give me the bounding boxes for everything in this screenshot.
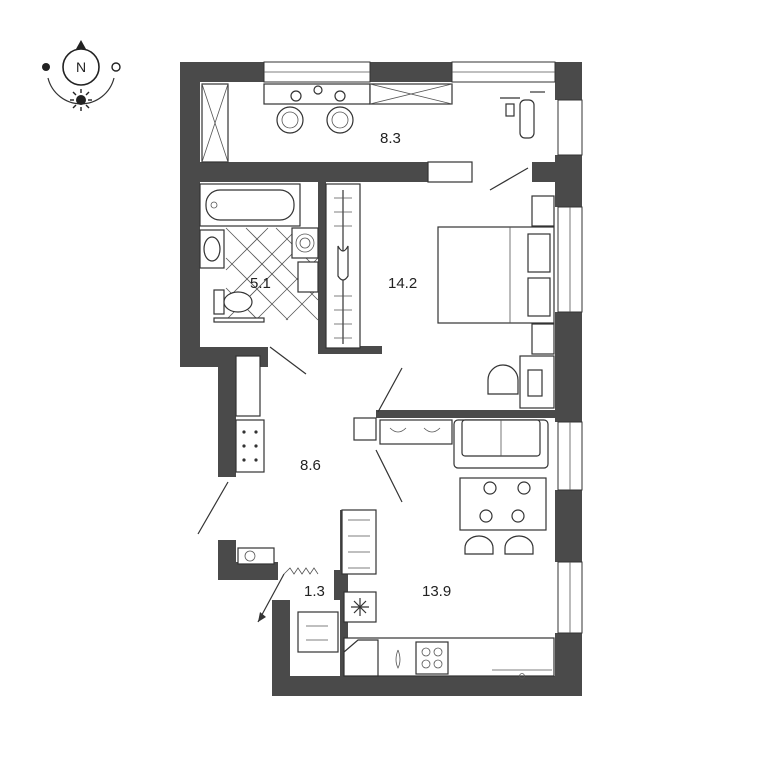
snowflake-icon [351,598,369,616]
bedroom [325,183,555,413]
storage [237,547,339,653]
compass-west-dot [42,63,50,71]
washer-icon [291,227,319,259]
balcony [201,83,545,191]
compass: N [42,40,121,111]
exercise-bike-icon [500,91,545,139]
area-label-hallway: 8.6 [300,457,321,474]
wall-right-1 [555,62,582,100]
wall-lower-left-2 [218,562,278,580]
wall-left-upper [180,62,200,367]
sink-icon [199,229,225,269]
walls [180,62,582,696]
wardrobe-icon [325,183,361,349]
area-label-balcony: 8.3 [380,130,401,147]
kitchen-living [341,419,555,679]
wall-bath-right [318,182,326,354]
dining-table-icon [459,477,547,555]
wall-balcony-bottom-right [532,162,558,182]
wall-lower-left-3 [272,600,290,696]
compass-north-tick [76,40,86,49]
area-label-storage: 1.3 [304,583,325,600]
shoe-cabinet [235,419,265,473]
compass-label: N [76,59,86,75]
bed-icon [437,195,555,355]
wall-bottom [272,676,582,696]
wall-right-2 [555,155,582,207]
wall-balcony-bottom-left [180,162,428,182]
wall-bedroom-stub [318,346,382,354]
sofa-icon [453,419,549,469]
windows [263,61,583,634]
wall-hall-left [218,355,236,477]
bathtub-icon [199,183,301,227]
sun-icon [70,89,92,111]
wall-top-left [180,62,264,82]
wall-bedroom-bottom [376,410,556,418]
area-label-bathroom: 5.1 [250,275,271,292]
wall-right-3 [555,312,582,422]
hallway [197,355,403,535]
window-right-1 [557,99,583,156]
sink-icon [395,649,401,669]
area-label-kitchen-living: 13.9 [422,583,451,600]
wall-right-4 [555,490,582,562]
desk-icon [487,355,555,409]
area-label-bedroom: 14.2 [388,275,417,292]
toilet-icon [213,289,253,315]
stove-icon [415,641,449,675]
bathroom [199,183,319,375]
compass-east-dot [111,62,121,72]
wall-top-mid [370,62,452,82]
